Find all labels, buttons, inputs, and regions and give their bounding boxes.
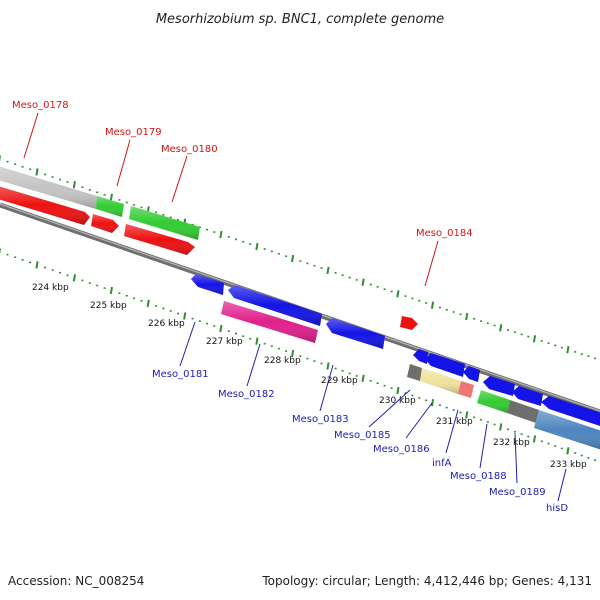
label-line-meso-0182	[246, 343, 261, 387]
tick-mark-outer	[465, 312, 469, 321]
tick-mark-outer	[109, 193, 113, 201]
topology-text: Topology: circular; Length: 4,412,446 bp…	[261, 574, 592, 588]
tick-mark-inner	[72, 274, 76, 282]
tick-mark-inner	[361, 374, 365, 382]
tick-mark-inner	[291, 349, 295, 358]
gene-label-meso-0185[interactable]: Meso_0185	[334, 430, 391, 441]
tick-mark-inner	[146, 299, 150, 308]
feature-red-meso-0184[interactable]	[400, 316, 418, 330]
forward-features	[0, 166, 418, 330]
tick-mark-inner	[219, 324, 223, 333]
kbp-label-228: 228 kbp	[264, 356, 301, 366]
reverse-features	[191, 274, 600, 450]
feature-pink-infa[interactable]	[458, 381, 474, 398]
tick-mark-inner	[532, 435, 537, 443]
tick-mark-outer	[566, 346, 570, 354]
kbp-labels: 224 kbp 225 kbp 226 kbp 227 kbp 228 kbp …	[32, 283, 587, 470]
tick-mark-outer	[255, 242, 259, 251]
kbp-label-232: 232 kbp	[493, 438, 530, 448]
label-line-meso-0181	[179, 321, 196, 367]
tick-mark-inner	[566, 447, 570, 455]
feature-blue-meso-0186[interactable]	[425, 353, 465, 377]
gene-label-meso-0188[interactable]: Meso_0188	[450, 471, 507, 482]
feature-blue-meso-0188[interactable]	[483, 376, 515, 396]
reverse-gene-labels: Meso_0181 Meso_0182 Meso_0183 Meso_0185 …	[152, 321, 568, 514]
tick-mark-outer	[396, 290, 400, 298]
label-line-meso-0179	[116, 139, 131, 187]
feature-blue-meso-0189[interactable]	[512, 386, 543, 406]
gene-label-meso-0186[interactable]: Meso_0186	[373, 444, 430, 455]
label-line-meso-0189	[514, 432, 518, 484]
tick-mark-inner	[183, 312, 187, 320]
kbp-label-227: 227 kbp	[206, 337, 243, 347]
map-title: Mesorhizobium sp. BNC1, complete genome	[156, 12, 444, 27]
gene-label-meso-0182[interactable]: Meso_0182	[218, 389, 275, 400]
tick-mark-inner	[396, 386, 400, 395]
tick-mark-inner	[499, 423, 503, 431]
gene-label-meso-0181[interactable]: Meso_0181	[152, 369, 209, 380]
tick-mark-inner	[465, 411, 469, 419]
gene-label-meso-0183[interactable]: Meso_0183	[292, 414, 349, 425]
gene-label-hisd[interactable]: hisD	[546, 503, 568, 514]
gene-label-infa[interactable]: infA	[432, 458, 452, 469]
kbp-label-225: 225 kbp	[90, 301, 127, 311]
tick-mark-outer	[326, 266, 330, 275]
scale-ticks	[0, 155, 597, 461]
tick-mark-outer	[291, 254, 295, 263]
tick-mark-inner	[326, 362, 330, 370]
tick-mark-inner	[35, 261, 39, 269]
kbp-label-224: 224 kbp	[32, 283, 69, 293]
tick-mark-outer	[430, 301, 435, 309]
label-line-meso-0180	[171, 155, 188, 203]
gene-label-meso-0189[interactable]: Meso_0189	[489, 487, 546, 498]
feature-blue-meso-0185[interactable]	[413, 349, 428, 364]
label-line-meso-0183	[319, 364, 334, 412]
tick-mark-inner	[430, 399, 435, 407]
kbp-label-233: 233 kbp	[550, 460, 587, 470]
forward-gene-labels: Meso_0178 Meso_0179 Meso_0180 Meso_0184	[12, 100, 473, 287]
label-line-infa	[445, 409, 459, 454]
gene-label-meso-0184[interactable]: Meso_0184	[416, 228, 473, 239]
kbp-label-229: 229 kbp	[321, 376, 358, 386]
kbp-label-230: 230 kbp	[379, 396, 416, 406]
tick-mark-outer	[532, 335, 537, 343]
feature-darkgrey-meso-0189[interactable]	[507, 400, 539, 423]
gene-label-meso-0179[interactable]: Meso_0179	[105, 127, 162, 138]
tick-mark-outer	[499, 324, 503, 332]
feature-blue-hisd[interactable]	[541, 396, 600, 426]
tick-mark-inner	[109, 286, 113, 295]
label-line-hisd	[557, 468, 567, 502]
tick-mark-outer	[35, 168, 39, 176]
label-line-meso-0184	[424, 240, 439, 287]
tick-mark-outer	[72, 181, 76, 189]
feature-darkgrey-meso-0185[interactable]	[407, 364, 422, 381]
gene-label-meso-0180[interactable]: Meso_0180	[161, 144, 218, 155]
gene-label-meso-0178[interactable]: Meso_0178	[12, 100, 69, 111]
accession-text: Accession: NC_008254	[8, 574, 144, 588]
kbp-label-231: 231 kbp	[436, 417, 473, 427]
feature-blue-infa[interactable]	[463, 366, 480, 382]
label-line-meso-0186	[405, 402, 433, 439]
tick-mark-inner	[255, 337, 259, 345]
label-line-meso-0185	[368, 389, 411, 428]
label-line-meso-0178	[23, 112, 39, 159]
tick-mark-outer	[361, 278, 365, 286]
label-line-meso-0188	[479, 423, 488, 469]
kbp-label-226: 226 kbp	[148, 319, 185, 329]
tick-mark-outer	[219, 230, 223, 239]
